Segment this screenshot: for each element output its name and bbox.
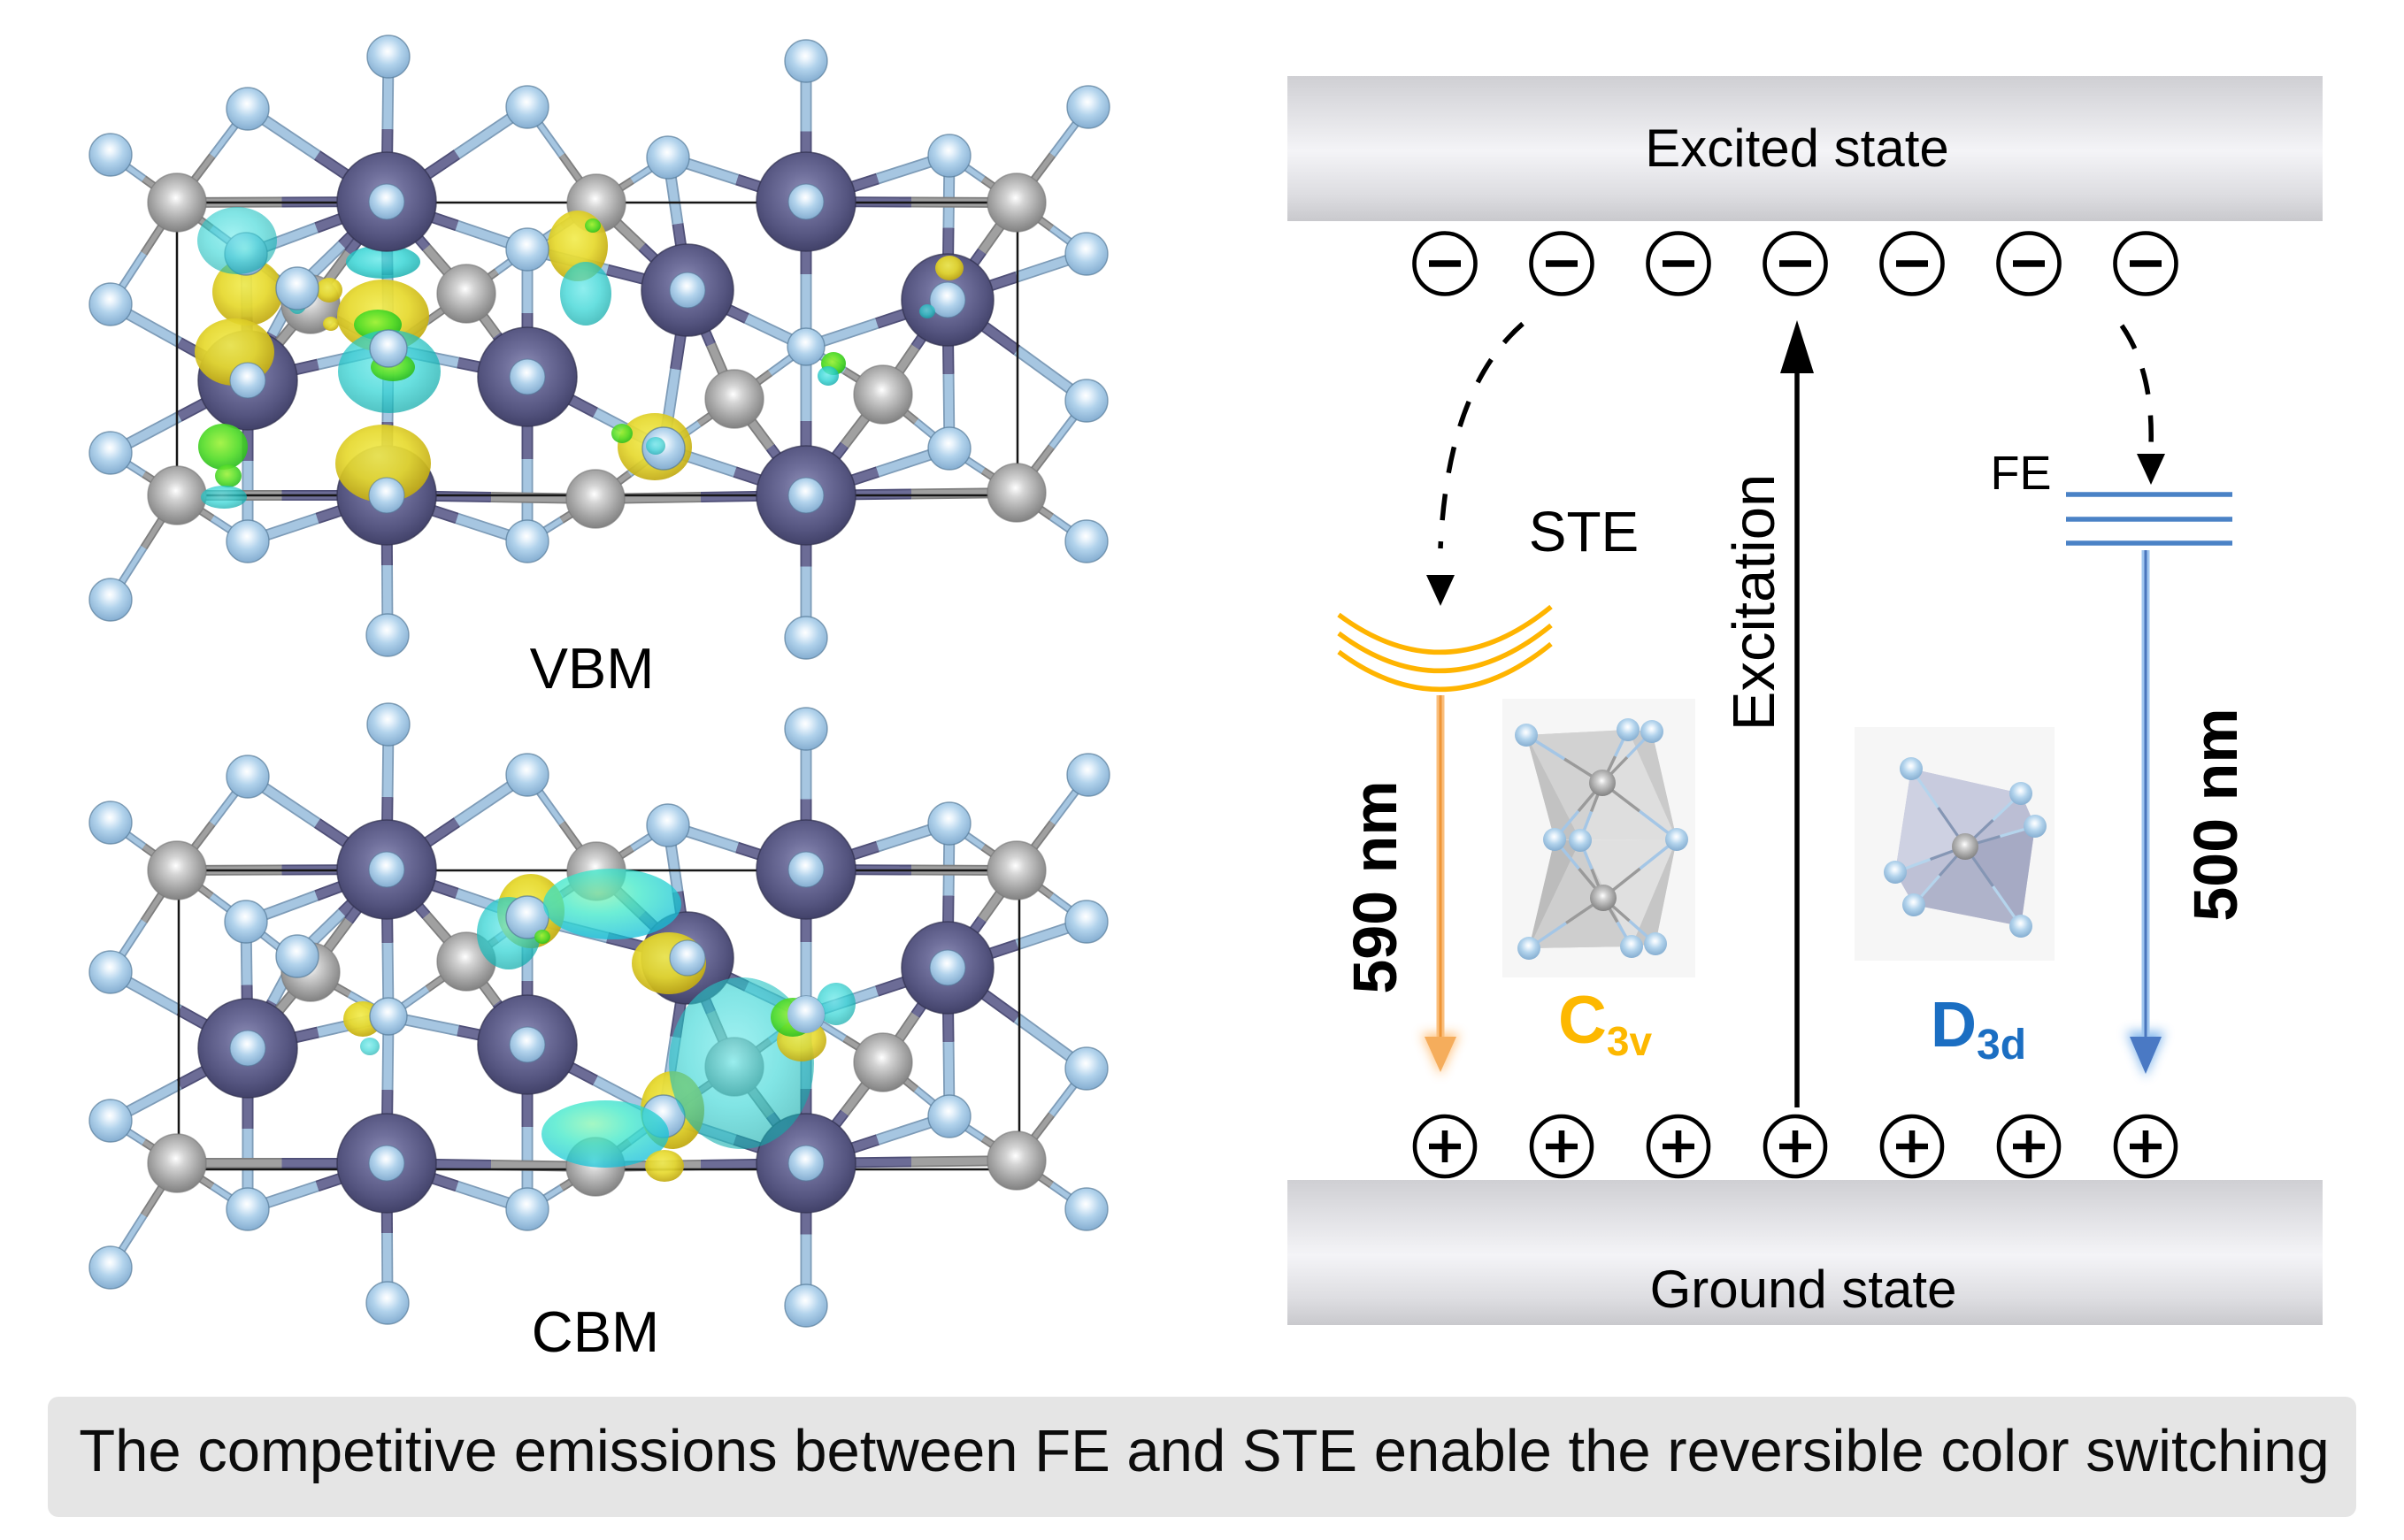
svg-text:590 nm: 590 nm xyxy=(1340,780,1409,993)
svg-text:VBM: VBM xyxy=(530,636,655,701)
svg-text:STE: STE xyxy=(1529,500,1639,563)
svg-text:CBM: CBM xyxy=(532,1299,659,1364)
svg-text:The competitive emissions betw: The competitive emissions between FE and… xyxy=(79,1418,2330,1484)
svg-text:C3v: C3v xyxy=(1558,983,1652,1064)
svg-text:Excitation: Excitation xyxy=(1721,474,1787,731)
svg-text:Excited state: Excited state xyxy=(1645,119,1949,178)
svg-text:500 nm: 500 nm xyxy=(2181,708,2250,921)
svg-text:FE: FE xyxy=(1990,447,2051,500)
svg-text:Ground state: Ground state xyxy=(1650,1260,1957,1319)
